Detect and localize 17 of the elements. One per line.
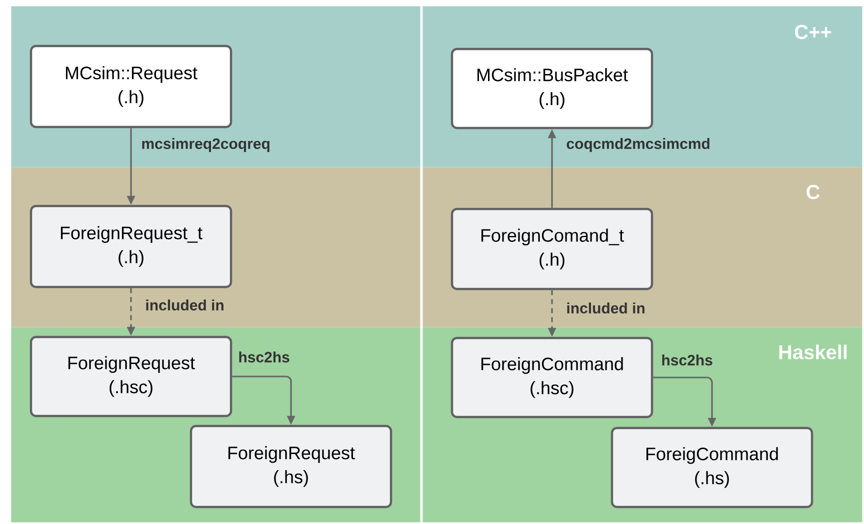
file-box: MCsim::BusPacket (.h): [450, 48, 654, 130]
file-box: MCsim::Request (.h): [30, 44, 232, 128]
edge-label: coqcmd2mcsimcmd: [566, 138, 710, 152]
edge-label: hsc2hs: [239, 351, 290, 362]
file-box: ForeignRequest (.hsc): [30, 336, 232, 418]
edge-label: hsc2hs: [662, 354, 712, 366]
band-label: C++: [794, 24, 832, 40]
band-label: C: [806, 184, 820, 200]
file-box: ForeignCommand (.hsc): [450, 336, 654, 418]
file-box: ForeignRequest_t (.h): [30, 204, 232, 288]
band-label: Haskell: [779, 344, 847, 360]
edge-label: mcsimreq2coqreq: [142, 138, 270, 152]
file-box: ForeignComand_t (.h): [450, 208, 654, 290]
edge-label: included in: [146, 299, 224, 310]
file-box: ForeigCommand (.hs): [610, 426, 814, 508]
file-box: ForeignRequest (.hs): [190, 424, 392, 508]
edge-label: included in: [567, 302, 644, 314]
